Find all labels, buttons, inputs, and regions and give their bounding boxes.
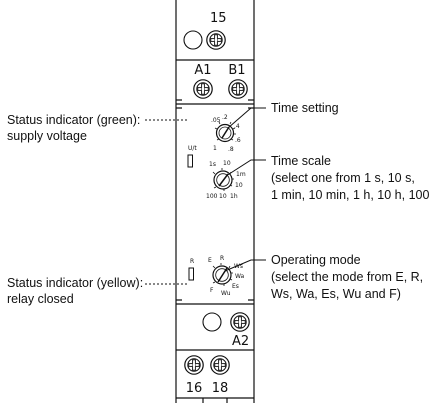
ut-label: U/t [188,145,197,152]
callout-operating-mode-line1: (select the mode from E, R, [271,270,423,284]
time-setting-dial[interactable] [214,121,236,143]
time-setting-tick-005: .05 [211,117,221,124]
terminal-16-screw[interactable] [184,355,204,375]
terminal-15-screw[interactable] [206,30,226,50]
bottom-hole [202,312,222,332]
yellow-led-indicator [188,267,194,281]
callout-time-scale-title: Time scale [271,154,331,168]
callout-time-scale-line1: (select one from 1 s, 10 s, [271,171,415,185]
time-scale-tick-100h: 100 [206,193,218,200]
terminal-15-label: 15 [210,11,227,26]
time-scale-tick-10s: 10 [223,160,231,167]
terminal-a1-label: A1 [194,63,211,78]
r-label: R [190,258,194,265]
callout-status-green-line1: Status indicator (green): [7,113,140,127]
leader-time-setting [227,107,266,129]
leader-operating-mode [224,259,266,272]
time-setting-tick-1: 1 [213,145,217,152]
terminal-18-screw[interactable] [210,355,230,375]
time-setting-tick-02: .2 [222,114,228,121]
mode-tick-r: R [220,255,224,262]
time-scale-tick-1m: 1m [236,171,246,178]
mode-tick-f: F [210,287,214,294]
time-scale-tick-10h: 10 [219,193,227,200]
terminal-18-label: 18 [212,381,229,396]
callout-status-yellow-line1: Status indicator (yellow): [7,276,143,290]
terminal-a2-screw[interactable] [230,312,250,332]
time-setting-tick-06: .6 [235,137,241,144]
callout-time-scale-line2: 1 min, 10 min, 1 h, 10 h, 100h) [271,188,430,202]
callout-operating-mode-title: Operating mode [271,253,361,267]
callout-status-green-line2: supply voltage [7,129,87,143]
green-led-indicator [187,154,193,168]
time-scale-tick-10m: 10 [235,182,243,189]
mode-tick-ws: Ws [234,263,243,270]
operating-mode-dial[interactable] [212,263,233,286]
terminal-a1-screw[interactable] [193,79,213,99]
callout-status-yellow-line2: relay closed [7,292,74,306]
terminal-16-label: 16 [186,381,203,396]
terminal-b1-screw[interactable] [228,79,248,99]
leader-time-scale [225,159,266,177]
terminal-b1-label: B1 [228,63,245,78]
top-hole [183,30,203,50]
time-scale-tick-1s: 1s [209,161,216,168]
relay-housing [175,0,255,403]
mode-tick-e: E [208,257,212,264]
mode-tick-es: Es [232,283,239,290]
terminal-a2-label: A2 [232,334,249,349]
time-setting-tick-08: .8 [228,146,234,153]
time-scale-tick-1h: 1h [230,193,238,200]
mode-tick-wu: Wu [221,290,231,297]
callout-time-setting: Time setting [271,101,339,115]
time-setting-tick-04: .4 [234,123,240,130]
leader-lines [145,107,266,285]
callout-operating-mode-line2: Ws, Wa, Es, Wu and F) [271,287,401,301]
mode-tick-wa: Wa [235,273,245,280]
time-scale-dial[interactable] [212,168,234,191]
